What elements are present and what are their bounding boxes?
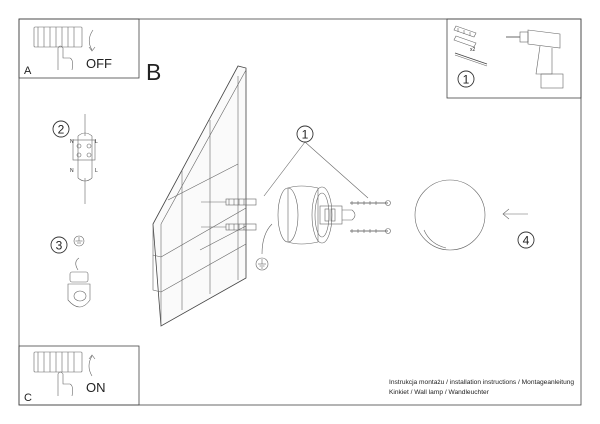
cable-icon bbox=[255, 223, 273, 271]
ground-terminal-icon bbox=[67, 271, 91, 308]
drill-icon bbox=[506, 29, 564, 89]
wiring-n-bottom: N bbox=[70, 168, 74, 174]
screw-icon bbox=[454, 52, 488, 67]
panel-tools: x2 1 bbox=[446, 18, 582, 99]
switch-off-icon bbox=[33, 26, 96, 71]
caption-line-2: Kinkiet / Wall lamp / Wandleuchter bbox=[389, 389, 489, 396]
terminal-block-icon bbox=[72, 114, 96, 204]
ground-icon bbox=[73, 235, 85, 247]
switch-on-icon bbox=[33, 351, 96, 397]
wall-plug-icon bbox=[453, 25, 477, 48]
step-shade-number: 4 bbox=[523, 234, 530, 248]
panel-c-word: ON bbox=[86, 380, 106, 395]
wall-icon bbox=[152, 65, 247, 327]
terminal-block-icon bbox=[324, 208, 336, 222]
wiring-l-top: L bbox=[95, 139, 98, 145]
caption: Instrukcja montażu / installation instru… bbox=[389, 378, 574, 398]
wiring-n-top: N bbox=[70, 139, 74, 145]
step-wiring-number: 2 bbox=[58, 123, 65, 137]
panel-a-letter: A bbox=[24, 65, 32, 77]
panel-c-letter: C bbox=[24, 392, 32, 404]
step-mounting-number: 1 bbox=[302, 128, 309, 142]
wall-plug-icon bbox=[201, 198, 257, 231]
wiring-l-bottom: L bbox=[95, 168, 98, 174]
panel-a-word: OFF bbox=[86, 56, 112, 71]
sheet-frame bbox=[18, 18, 582, 406]
arrow-icon bbox=[502, 208, 528, 220]
step-tools-number: 1 bbox=[463, 73, 470, 87]
step-wiring: 2 N L N L bbox=[52, 114, 98, 204]
panel-c: C ON bbox=[18, 345, 140, 406]
caption-line-1: Instrukcja montażu / installation instru… bbox=[389, 379, 575, 386]
step-mounting-callout: 1 bbox=[263, 125, 369, 199]
panel-a: A OFF bbox=[18, 18, 140, 79]
lamp-base-icon bbox=[277, 185, 356, 245]
quantity-label: x2 bbox=[470, 47, 476, 53]
step-ground: 3 bbox=[50, 235, 91, 308]
screw-icon bbox=[350, 200, 391, 234]
ground-icon bbox=[258, 259, 266, 269]
panel-b-letter: B bbox=[146, 59, 161, 85]
step-ground-number: 3 bbox=[56, 239, 63, 253]
lamp-shade-icon bbox=[414, 179, 486, 251]
